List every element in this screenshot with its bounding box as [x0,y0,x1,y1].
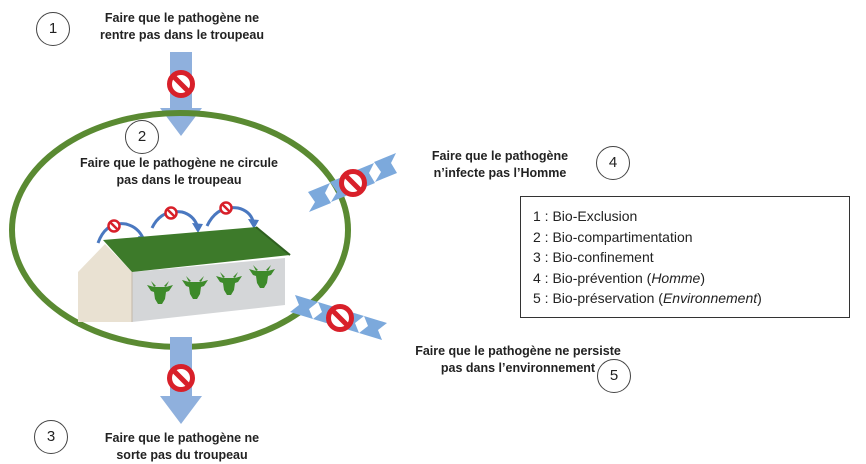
step-3-number: 3 [34,420,68,454]
prohibition-icon [329,307,352,330]
step-4-caption: Faire que le pathogène n’infecte pas l’H… [431,149,569,180]
barn-icon [78,226,291,322]
step-3-caption: Faire que le pathogène ne sorte pas du t… [104,431,260,462]
prohibition-icon [219,201,233,215]
legend-item-4: 4 : Bio-prévention (Homme) [533,269,705,286]
circulation-arrows [96,206,255,244]
legend-item-1: 1 : Bio-Exclusion [533,208,638,224]
step-5-number: 5 [597,359,631,393]
prohibition-icon [164,206,178,220]
step-1-caption: Faire que le pathogène ne rentre pas dan… [100,11,264,42]
legend-item-5: 5 : Bio-préservation (Environnement) [533,290,762,306]
legend-item-3: 3 : Bio-confinement [533,249,654,265]
prohibition-icon [107,219,121,233]
step-1-number: 1 [36,12,70,46]
prohibition-icon [342,172,365,195]
step-4-number: 4 [596,146,630,180]
prohibition-icon [170,73,193,96]
legend-box: 1 : Bio-Exclusion 2 : Bio-compartimentat… [520,196,850,318]
step-5-caption: Faire que le pathogène ne persiste pas d… [415,344,621,375]
step-2-number: 2 [125,120,159,154]
step-2-caption: Faire que le pathogène ne circule pas da… [80,156,278,187]
prohibition-icon [170,367,193,390]
legend-item-2: 2 : Bio-compartimentation [533,228,693,245]
